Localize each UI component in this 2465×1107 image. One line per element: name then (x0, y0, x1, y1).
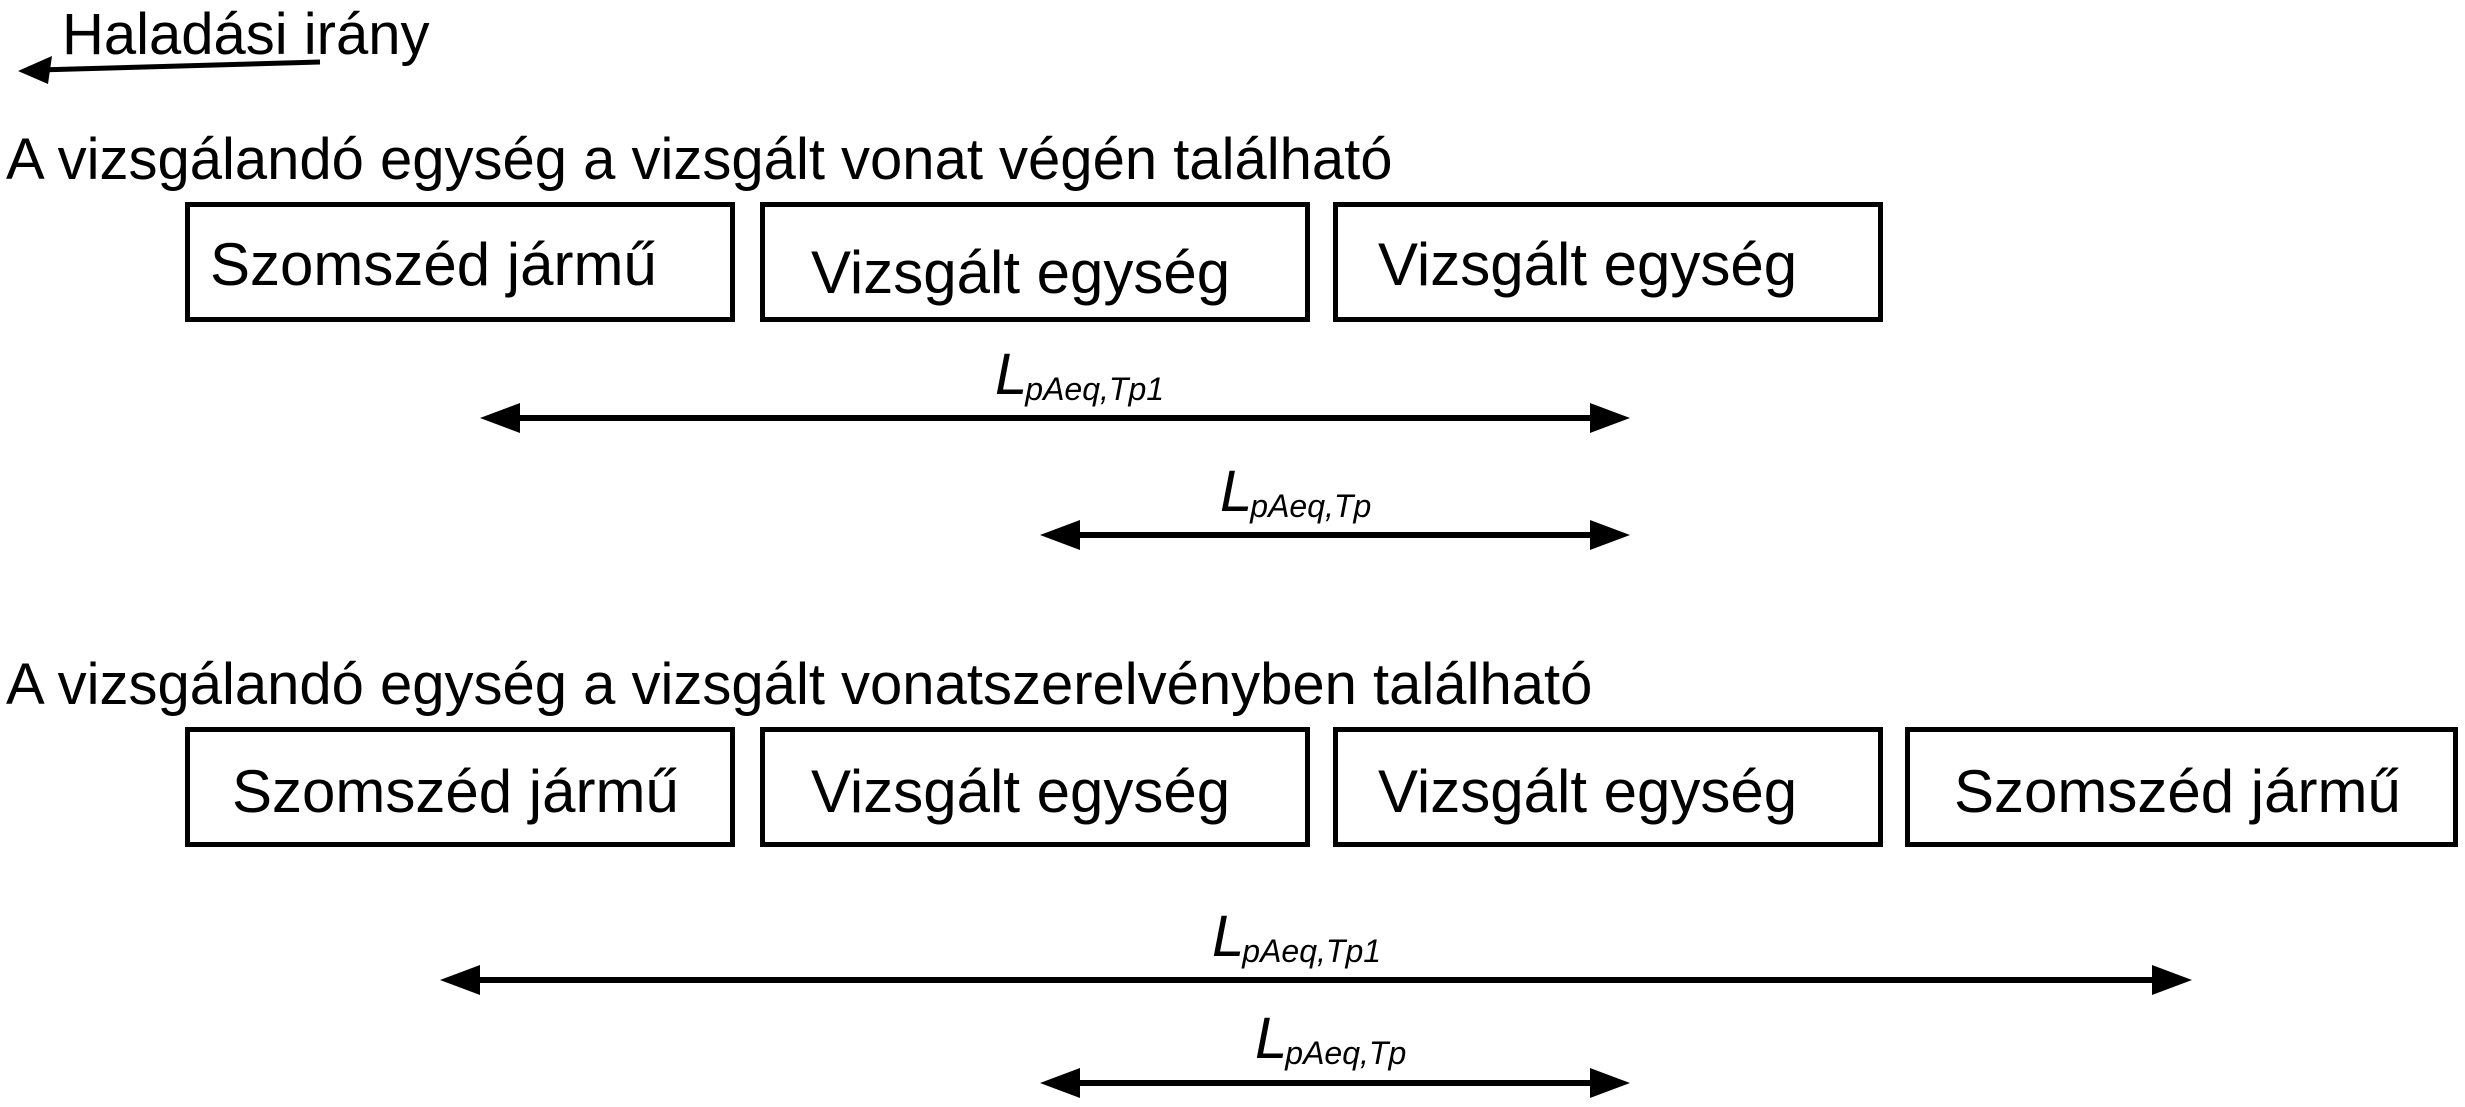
s1-box-tested-1-label: Vizsgált egység (811, 239, 1231, 306)
s2-arrow-tp (1040, 1068, 1630, 1098)
s1-arrow-tp (1040, 520, 1630, 550)
s1-box-neighbor-label: Szomszéd jármű (210, 231, 657, 298)
s2-box-tested-2: Vizsgált egység (1333, 727, 1883, 847)
s1-box-tested-2-label: Vizsgált egység (1378, 231, 1798, 298)
s2-box-tested-1-label: Vizsgált egység (811, 758, 1231, 825)
direction-label: Haladási irány (62, 2, 430, 67)
s1-box-tested-2: Vizsgált egység (1333, 202, 1883, 322)
s1-box-neighbor: Szomszéd jármű (185, 202, 735, 322)
s2-box-neighbor-left: Szomszéd jármű (185, 727, 735, 847)
s2-box-tested-2-label: Vizsgált egység (1378, 758, 1798, 825)
scenario-2-heading: A vizsgálandó egység a vizsgált vonatsze… (6, 652, 1593, 717)
s2-arrow-tp1 (440, 965, 2192, 995)
s1-label-tp1: LpAeq,Tp1 (995, 342, 1165, 407)
scenario-1-heading: A vizsgálandó egység a vizsgált vonat vé… (6, 127, 1393, 192)
direction-arrow (18, 56, 321, 84)
s2-box-neighbor-left-label: Szomszéd jármű (232, 758, 679, 825)
s1-arrow-tp1 (480, 403, 1630, 433)
s1-box-tested-1: Vizsgált egység (760, 202, 1310, 322)
s2-box-neighbor-right: Szomszéd jármű (1905, 727, 2458, 847)
s2-label-tp: LpAeq,Tp (1255, 1006, 1407, 1071)
s2-box-neighbor-right-label: Szomszéd jármű (1954, 758, 2401, 825)
s2-label-tp1: LpAeq,Tp1 (1212, 904, 1382, 969)
s1-label-tp: LpAeq,Tp (1220, 459, 1372, 524)
s2-box-tested-1: Vizsgált egység (760, 727, 1310, 847)
